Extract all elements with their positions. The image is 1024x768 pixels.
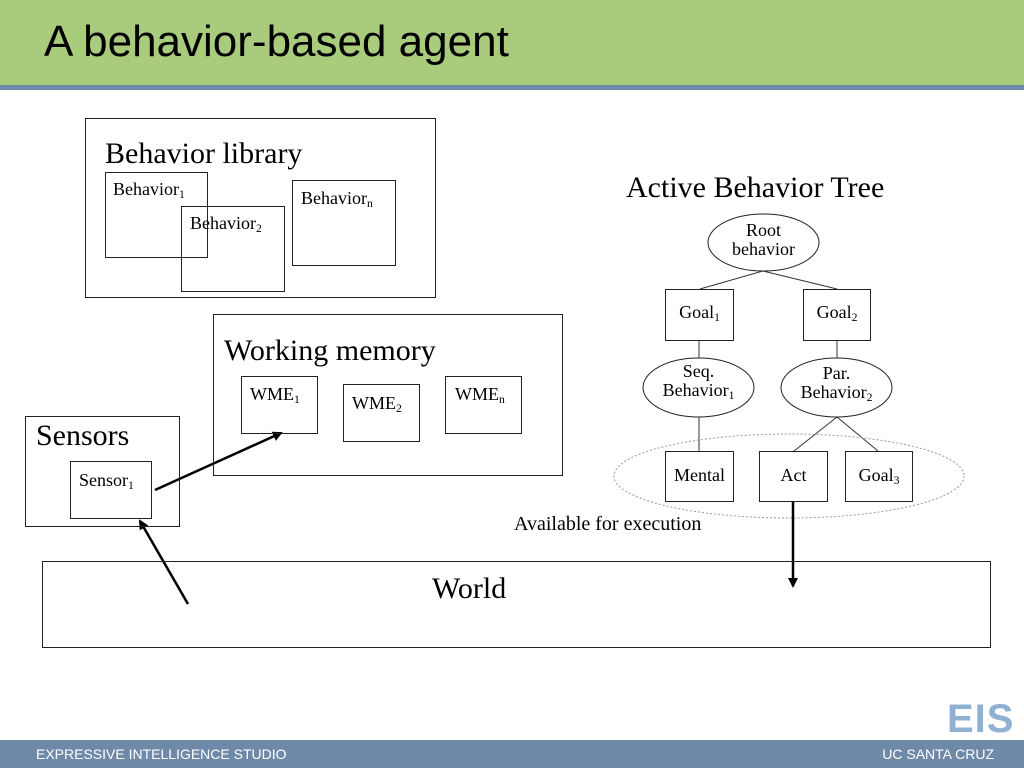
world-box (42, 561, 991, 648)
wme-n-label: WMEn (455, 384, 505, 406)
world-label: World (432, 572, 507, 605)
goal-3-box (845, 451, 913, 502)
behavior-1-box (105, 172, 208, 258)
behavior-library-box (85, 118, 436, 298)
act-label: Act (780, 465, 807, 485)
par-behavior-ellipse (780, 357, 893, 418)
sensors-title: Sensors (36, 419, 130, 452)
footer-right-text: UC SANTA CRUZ (882, 746, 994, 762)
par-behavior-label: Par.Behavior2 (800, 363, 873, 404)
footer-left-text: EXPRESSIVE INTELLIGENCE STUDIO (36, 746, 287, 762)
goal-1-label: Goal1 (679, 302, 720, 324)
behavior-2-box (181, 206, 285, 292)
available-region-ellipse (613, 433, 965, 519)
behavior-2-label: Behavior2 (190, 213, 262, 235)
title-bar (0, 0, 1024, 85)
working-memory-box (213, 314, 563, 476)
behavior-library-title: Behavior library (105, 137, 303, 170)
edge-par-act (793, 416, 838, 452)
footer-bar (0, 740, 1024, 768)
tree-title: Active Behavior Tree (626, 171, 885, 204)
edge-par-goal3 (836, 416, 879, 452)
title-divider (0, 85, 1024, 90)
act-box (759, 451, 828, 502)
wme-1-label: WME1 (250, 384, 300, 406)
sensor-1-box (70, 461, 152, 519)
goal-2-label: Goal2 (816, 302, 858, 324)
wme-2-label: WME2 (352, 393, 402, 415)
behavior-n-label: Behaviorn (301, 188, 373, 210)
arrow-sensor-to-wme (154, 431, 283, 492)
arrow-world-to-sensor (138, 519, 190, 605)
behavior-1-label: Behavior1 (113, 179, 185, 201)
goal-3-label: Goal3 (858, 465, 900, 487)
wme-2-box (343, 384, 420, 442)
root-behavior-ellipse (707, 213, 820, 272)
edge-root-goal2 (762, 270, 838, 290)
eis-logo: EIS (947, 697, 1015, 741)
working-memory-title: Working memory (224, 334, 436, 367)
sensors-box (25, 416, 180, 527)
goal-2-box (803, 289, 871, 341)
wme-1-box (241, 376, 318, 434)
mental-box (665, 451, 734, 502)
goal-1-box (665, 289, 734, 341)
seq-behavior-ellipse (642, 357, 755, 418)
available-for-execution-label: Available for execution (514, 513, 702, 535)
seq-behavior-label: Seq.Behavior1 (662, 361, 735, 402)
slide-title: A behavior-based agent (44, 17, 509, 66)
wme-n-box (445, 376, 522, 434)
mental-label: Mental (674, 465, 725, 485)
behavior-n-box (292, 180, 396, 266)
sensor-1-label: Sensor1 (79, 470, 134, 492)
edge-root-goal1 (699, 270, 764, 290)
